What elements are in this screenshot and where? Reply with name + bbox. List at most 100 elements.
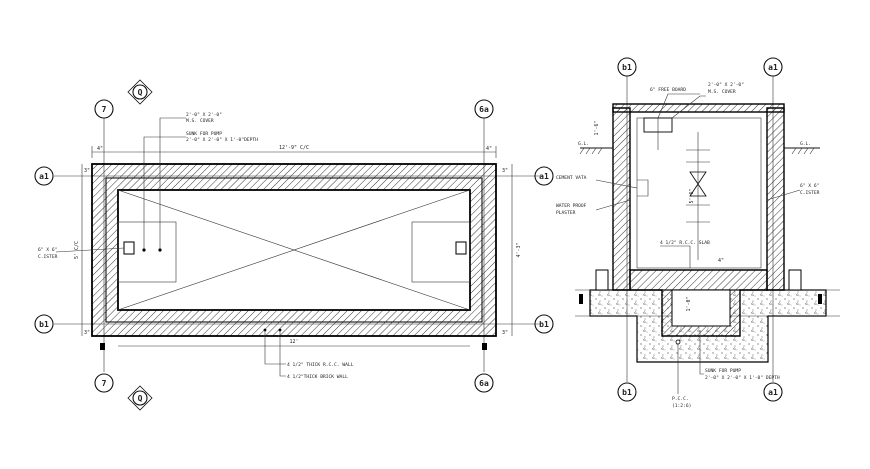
grid-tag-b1-right: b1 xyxy=(534,314,554,334)
dim-sec-top-left: 1'-6" xyxy=(594,120,600,135)
section-waterproof-line xyxy=(636,117,762,269)
dim-bottom-clear: 12' xyxy=(289,339,298,345)
section-top-slab xyxy=(612,103,785,113)
dim-side-tl: 3" xyxy=(84,168,90,174)
note-sec-cistern-2: C.ISTER xyxy=(800,190,820,196)
section-sunk xyxy=(671,289,731,327)
note-free-board: 6" FREE BOARD xyxy=(650,87,686,93)
section-marker-bottom: Q xyxy=(127,385,153,411)
dim-tick-br xyxy=(482,343,487,350)
note-ms-cover-2: M.S. COVER xyxy=(186,118,214,124)
note-sec-sunk-2: 2'-0" X 2'-0" X 1'-0" DEPTH xyxy=(705,375,780,381)
gl-right-hatch xyxy=(791,147,815,155)
svg-text:a1: a1 xyxy=(768,388,778,397)
dim-side-bl: 3" xyxy=(84,330,90,336)
section-wall-left xyxy=(612,107,631,291)
note-rcc-slab: 4 1/2" R.C.C. SLAB xyxy=(660,240,710,246)
leader-sunk xyxy=(143,136,186,250)
cement-vata xyxy=(637,179,649,197)
grid-tag-a1-right: a1 xyxy=(534,166,554,186)
note-sec-cistern-1: 6" X 6" xyxy=(800,183,819,189)
note-cement-vata: CEMENT VATA xyxy=(556,175,587,181)
leader-ms-cover xyxy=(159,117,186,250)
plan-sunk-right xyxy=(411,221,471,283)
plan-cistern-right xyxy=(455,241,467,255)
section-view: b1 a1 b1 a1 6" FREE BOARD 2'-0" X 2'-0" … xyxy=(556,57,840,409)
grid-tag-b1-left: b1 xyxy=(34,314,54,334)
leader-ms-cover-sec xyxy=(671,95,706,119)
grid-tag-6a-bottom: 6a xyxy=(474,373,494,393)
plan-middle-line xyxy=(105,177,483,323)
dim-left-overall: 5' C/C xyxy=(74,241,80,259)
dim-right-clear: 4'-3" xyxy=(516,242,522,257)
pier-right xyxy=(788,269,802,291)
section-tag-a1-bottom: a1 xyxy=(763,382,783,402)
svg-text:a1: a1 xyxy=(539,172,549,181)
grid-tag-7-bottom: 7 xyxy=(94,373,114,393)
tick-right xyxy=(818,294,822,304)
svg-text:7: 7 xyxy=(102,105,107,114)
note-pcc-1: P.C.C. xyxy=(672,396,689,402)
grid-tag-7-top: 7 xyxy=(94,99,114,119)
dim-corner-tl: 4" xyxy=(97,146,103,152)
dim-top-overall: 12'-9" C/C xyxy=(279,145,309,151)
dim-corner-tr: 4" xyxy=(486,146,492,152)
plan-sunk-left xyxy=(117,221,177,283)
dim-sec-height: 5'-6" xyxy=(689,188,695,203)
leader-cistern-sec xyxy=(766,189,801,201)
leader-free-board xyxy=(657,93,700,119)
section-tag-b1-top: b1 xyxy=(617,57,637,77)
section-tag-a1-top: a1 xyxy=(763,57,783,77)
leader-brick-wall xyxy=(279,330,286,377)
note-brick-wall: 4 1/2"THICK BRICK WALL xyxy=(287,374,348,380)
note-sec-ms-cover-1: 2'-0" X 2'-0" xyxy=(708,82,744,88)
svg-text:7: 7 xyxy=(102,379,107,388)
svg-text:a1: a1 xyxy=(39,172,49,181)
note-cistern-1: 6" X 6" xyxy=(38,247,57,253)
grid-tag-a1-left: a1 xyxy=(34,166,54,186)
svg-text:b1: b1 xyxy=(622,388,632,397)
note-waterproof-1: WATER PROOF xyxy=(556,203,587,209)
plan-view: 7 6a 7 6a a1 a1 b1 b1 xyxy=(34,79,554,411)
leader-rcc-slab xyxy=(660,245,691,268)
note-sunk-2: 2'-0" X 2'-0" X 1'-0"DEPTH xyxy=(186,137,258,143)
section-marker-top: Q xyxy=(127,79,153,105)
dim-side-br: 3" xyxy=(502,330,508,336)
svg-text:b1: b1 xyxy=(622,63,632,72)
gl-left-hatch xyxy=(579,147,603,155)
dim-sec-sunk-depth: 1'-0" xyxy=(686,296,692,311)
note-waterproof-2: PLASTER xyxy=(556,210,576,216)
tick-left xyxy=(579,294,583,304)
note-gl-right: G.L. xyxy=(800,141,811,147)
svg-text:6a: 6a xyxy=(479,105,489,114)
svg-text:6a: 6a xyxy=(479,379,489,388)
dim-side-tr: 3" xyxy=(502,168,508,174)
note-sunk-1: SUNK FOR PUMP xyxy=(186,131,222,137)
note-rcc-wall: 4 1/2" THICK R.C.C. WALL xyxy=(287,362,354,368)
note-sec-ms-cover-2: M.S. COVER xyxy=(708,89,736,95)
leader-rcc-wall xyxy=(264,330,286,365)
leader-sunk-sec xyxy=(699,330,704,375)
leader-waterproof xyxy=(595,199,631,211)
plan-diagonal-2 xyxy=(117,189,471,311)
note-sec-sunk-1: SUNK FOR PUMP xyxy=(705,368,741,374)
svg-text:Q: Q xyxy=(138,88,143,97)
svg-text:a1: a1 xyxy=(768,63,778,72)
plan-cistern-left xyxy=(123,241,135,255)
svg-text:b1: b1 xyxy=(539,320,549,329)
note-gl-left: G.L. xyxy=(578,141,589,147)
grid-tag-6a-top: 6a xyxy=(474,99,494,119)
note-pcc-2: (1:2:6) xyxy=(672,403,691,409)
section-tag-b1-bottom: b1 xyxy=(617,382,637,402)
svg-text:b1: b1 xyxy=(39,320,49,329)
pier-left xyxy=(595,269,609,291)
plan-wall-hatch xyxy=(92,164,496,336)
leader-cement-vata xyxy=(595,179,638,189)
svg-text:Q: Q xyxy=(138,394,143,403)
leader-cistern xyxy=(55,247,125,253)
note-ms-cover-1: 2'-0" X 2'-0" xyxy=(186,112,222,118)
dim-sec-side-small: 4" xyxy=(718,258,724,264)
dim-tick-bl xyxy=(100,343,105,350)
